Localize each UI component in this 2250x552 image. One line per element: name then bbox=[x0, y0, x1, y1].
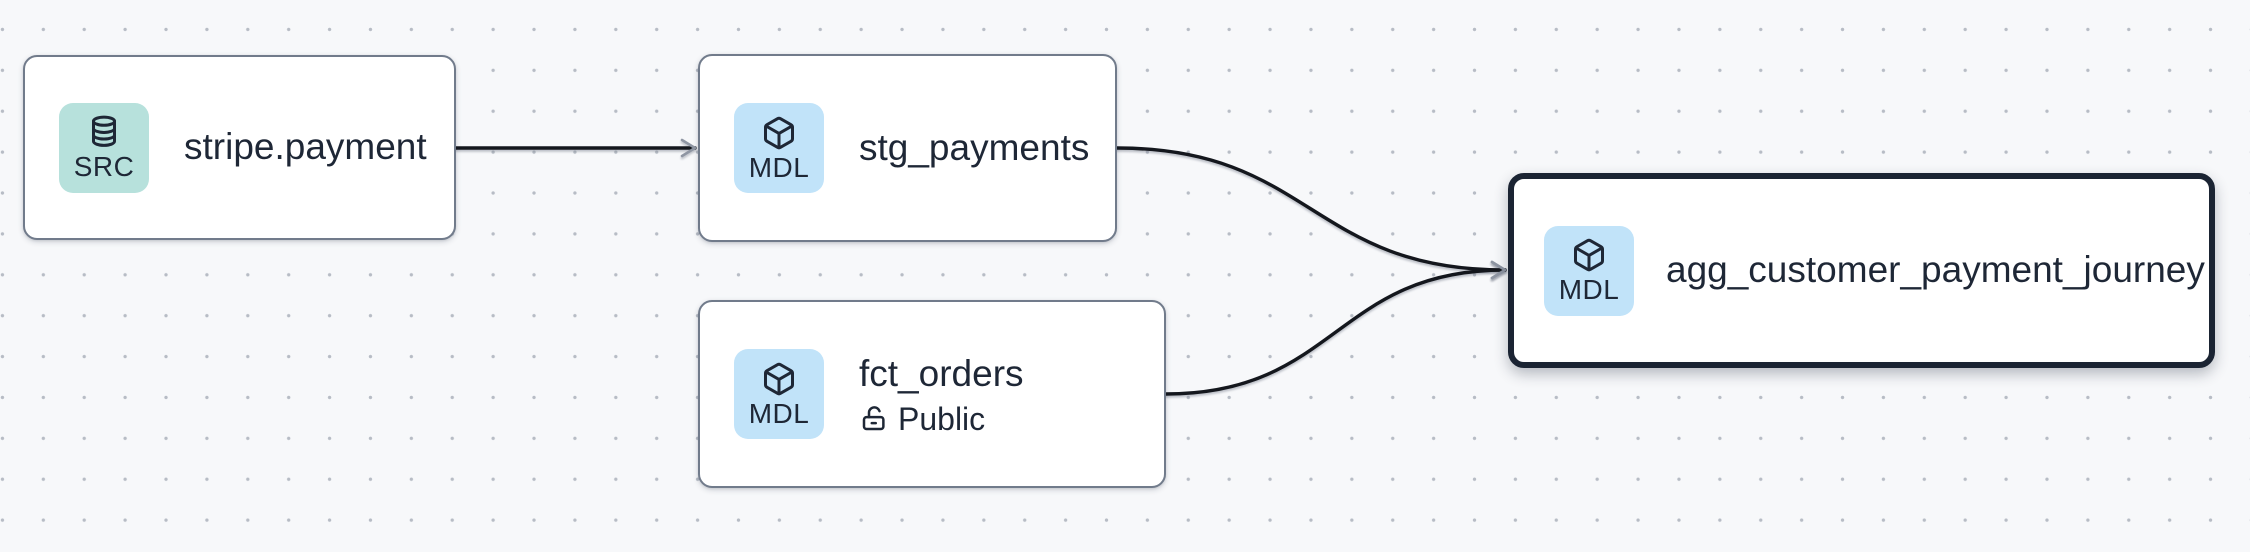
cube-icon bbox=[764, 362, 794, 395]
database-icon bbox=[92, 115, 116, 147]
node-label: fct_orders bbox=[859, 353, 1024, 395]
unlock-icon bbox=[862, 405, 885, 431]
model-badge: MDL bbox=[1544, 225, 1634, 316]
badge-label: MDL bbox=[1558, 274, 1620, 305]
badge-label: MDL bbox=[748, 151, 810, 183]
model-badge: MDL bbox=[734, 103, 824, 193]
node-agg-customer-payment-journey[interactable]: MDL agg_customer_payment_journey bbox=[1508, 173, 2215, 368]
model-badge: MDL bbox=[734, 349, 824, 439]
access-level: Public bbox=[859, 403, 1024, 435]
edge-fct-orders-to-agg[interactable] bbox=[1164, 260, 1507, 396]
edge-stg-payments-to-agg[interactable] bbox=[1115, 146, 1507, 280]
node-label: stg_payments bbox=[859, 126, 1090, 168]
badge-label: MDL bbox=[748, 397, 810, 429]
cube-icon bbox=[764, 116, 794, 149]
cube-icon bbox=[1574, 238, 1604, 272]
badge-label: SRC bbox=[73, 151, 135, 182]
node-stripe-payment[interactable]: SRC stripe.payment bbox=[23, 55, 456, 240]
node-stg-payments[interactable]: MDL stg_payments bbox=[698, 54, 1117, 242]
node-label: agg_customer_payment_journey bbox=[1666, 249, 2205, 291]
source-badge: SRC bbox=[59, 102, 149, 193]
access-level-label: Public bbox=[898, 400, 986, 437]
node-fct-orders[interactable]: MDL fct_orders Public bbox=[698, 300, 1166, 488]
node-label: stripe.payment bbox=[184, 126, 427, 168]
